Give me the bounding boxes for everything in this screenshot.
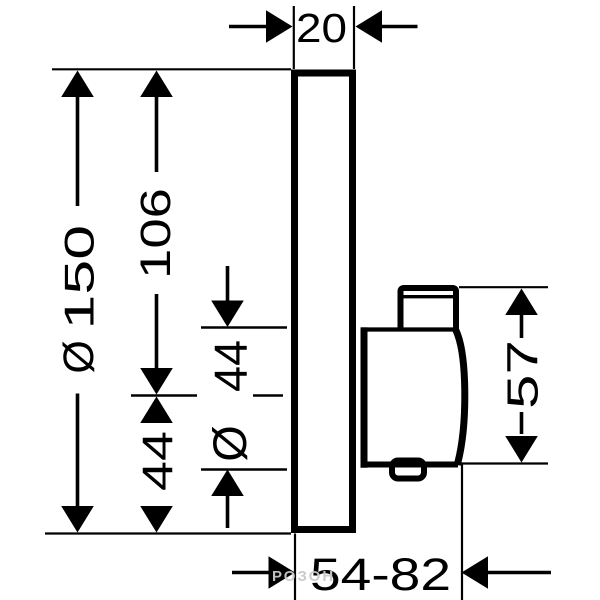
svg-text:Ø: Ø bbox=[55, 340, 103, 373]
svg-text:106: 106 bbox=[132, 188, 180, 279]
svg-text:54-82: 54-82 bbox=[310, 549, 451, 600]
svg-text:20: 20 bbox=[296, 5, 347, 51]
svg-text:РОЗОН: РОЗОН bbox=[272, 568, 335, 585]
svg-text:150: 150 bbox=[55, 225, 102, 330]
svg-text:Ø: Ø bbox=[203, 425, 256, 462]
svg-text:44: 44 bbox=[134, 431, 182, 491]
svg-text:57: 57 bbox=[500, 340, 548, 409]
svg-text:44: 44 bbox=[205, 340, 257, 392]
